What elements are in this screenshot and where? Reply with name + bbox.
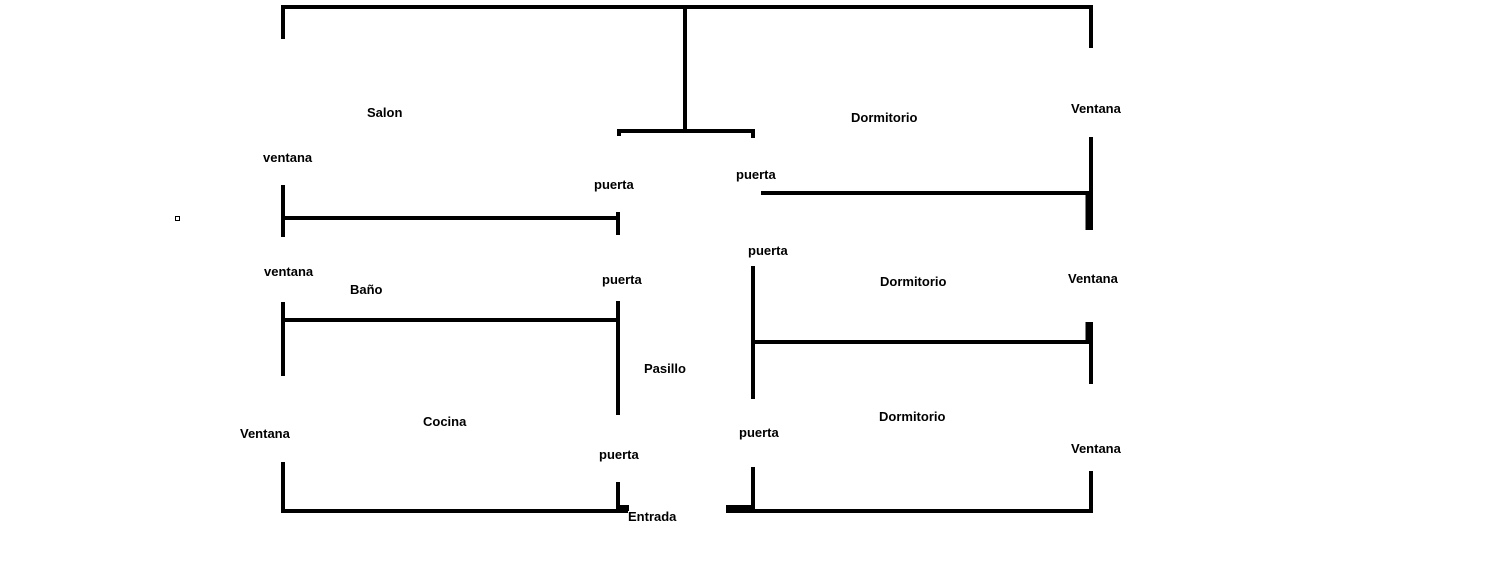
room-labels: Salon Dormitorio Dormitorio Dormitorio B… xyxy=(350,105,947,524)
window-label-dormitorio-2: Ventana xyxy=(1068,271,1119,286)
door-label-dormitorio-3: puerta xyxy=(739,425,780,440)
room-label-dormitorio-1: Dormitorio xyxy=(851,110,918,125)
door-label-cocina: puerta xyxy=(599,447,640,462)
walls xyxy=(281,5,1093,513)
door-labels: puerta puerta puerta puerta puerta puert… xyxy=(594,167,789,462)
room-label-pasillo: Pasillo xyxy=(644,361,686,376)
window-label-dormitorio-3: Ventana xyxy=(1071,441,1122,456)
window-label-dormitorio-1: Ventana xyxy=(1071,101,1122,116)
room-label-dormitorio-3: Dormitorio xyxy=(879,409,946,424)
window-labels: ventana ventana Ventana Ventana Ventana … xyxy=(240,101,1122,456)
window-label-salon: ventana xyxy=(263,150,313,165)
window-label-bano: ventana xyxy=(264,264,314,279)
room-label-entrada: Entrada xyxy=(628,509,677,524)
door-label-salon: puerta xyxy=(594,177,635,192)
door-label-bano: puerta xyxy=(602,272,643,287)
window-label-cocina: Ventana xyxy=(240,426,291,441)
door-label-dormitorio-2: puerta xyxy=(748,243,789,258)
room-label-bano: Baño xyxy=(350,282,383,297)
door-label-dormitorio-1: puerta xyxy=(736,167,777,182)
room-label-dormitorio-2: Dormitorio xyxy=(880,274,947,289)
room-label-salon: Salon xyxy=(367,105,402,120)
room-label-cocina: Cocina xyxy=(423,414,467,429)
stray-marker xyxy=(175,216,180,221)
